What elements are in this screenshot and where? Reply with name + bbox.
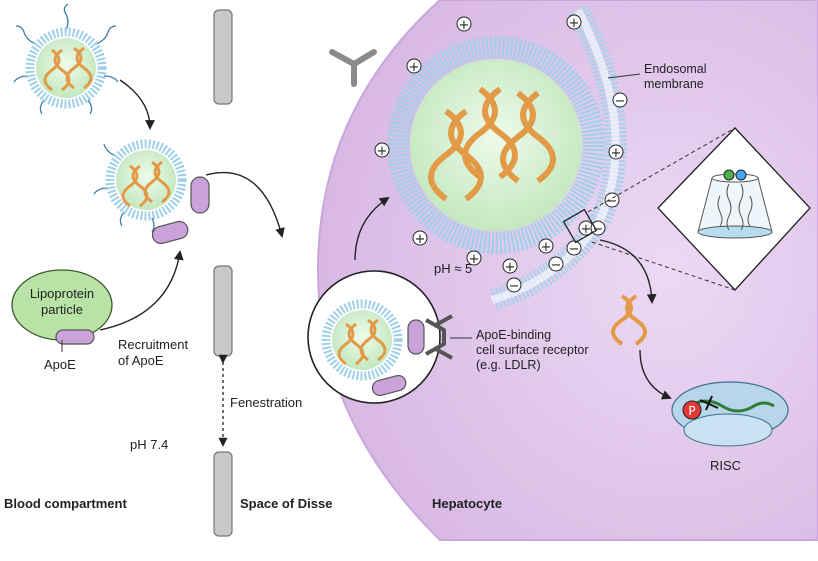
svg-text:+: +	[581, 222, 592, 237]
minus-charge-icon: − − − − − −	[506, 92, 628, 294]
dna-icon	[611, 294, 647, 346]
svg-text:−: −	[569, 242, 580, 257]
svg-text:+: +	[611, 146, 622, 161]
svg-text:+: +	[415, 232, 426, 247]
receptor-icon	[425, 314, 453, 360]
zoom-box	[562, 208, 598, 244]
y-receptor-icon	[329, 49, 377, 87]
svg-text:+: +	[409, 60, 420, 75]
svg-text:+: +	[541, 240, 552, 255]
endothelial-wall-bottom	[213, 451, 233, 537]
hepatocyte-label: Hepatocyte	[432, 496, 503, 511]
apoe-protein	[55, 329, 95, 345]
svg-text:+: +	[459, 18, 470, 33]
svg-text:−: −	[593, 222, 604, 237]
endothelial-wall-top	[213, 9, 233, 105]
flow-arrow	[205, 171, 285, 238]
risc-label: RISC	[710, 458, 742, 473]
svg-text:−: −	[607, 194, 618, 209]
risc-phosphate-label: P	[688, 404, 695, 418]
plus-charge-icon: + + + + + + + + + +	[374, 14, 624, 275]
apoe-protein	[407, 319, 425, 355]
apoe-protein	[190, 176, 210, 214]
ph-blood-label: pH 7.4	[130, 437, 169, 452]
svg-text:−: −	[615, 94, 626, 109]
endothelial-wall-middle	[213, 265, 233, 357]
lnp-large	[387, 36, 605, 254]
svg-text:−: −	[509, 279, 520, 294]
dna-icon	[43, 46, 93, 92]
apoe-protein	[151, 220, 189, 245]
ph-endosome-label: pH ≈ 5	[434, 261, 473, 276]
svg-text:−: −	[551, 258, 562, 273]
recruitment-arrow	[99, 250, 184, 331]
risc-complex: P	[671, 381, 789, 447]
lipoprotein-label: Lipoprotein particle	[29, 286, 95, 317]
flow-arrow	[119, 79, 155, 130]
receptor-label: ApoE-binding cell surface receptor (e.g.…	[476, 328, 589, 372]
svg-text:+: +	[505, 260, 516, 275]
fenestration-label: Fenestration	[230, 395, 303, 410]
recruitment-label: Recruitment of ApoE	[118, 337, 189, 368]
space-of-disse-label: Space of Disse	[240, 496, 333, 511]
svg-text:+: +	[569, 16, 580, 31]
endocytosis-arrow	[354, 196, 390, 261]
svg-text:+: +	[469, 252, 480, 267]
apoe-label: ApoE	[44, 357, 76, 372]
svg-text:+: +	[377, 144, 388, 159]
endosomal-membrane-label: Endosomal membrane	[644, 62, 707, 91]
apoe-protein	[371, 374, 407, 397]
lnp-with-peg	[13, 3, 119, 115]
lnp-with-apoe	[93, 144, 182, 233]
blood-compartment-label: Blood compartment	[4, 496, 127, 511]
